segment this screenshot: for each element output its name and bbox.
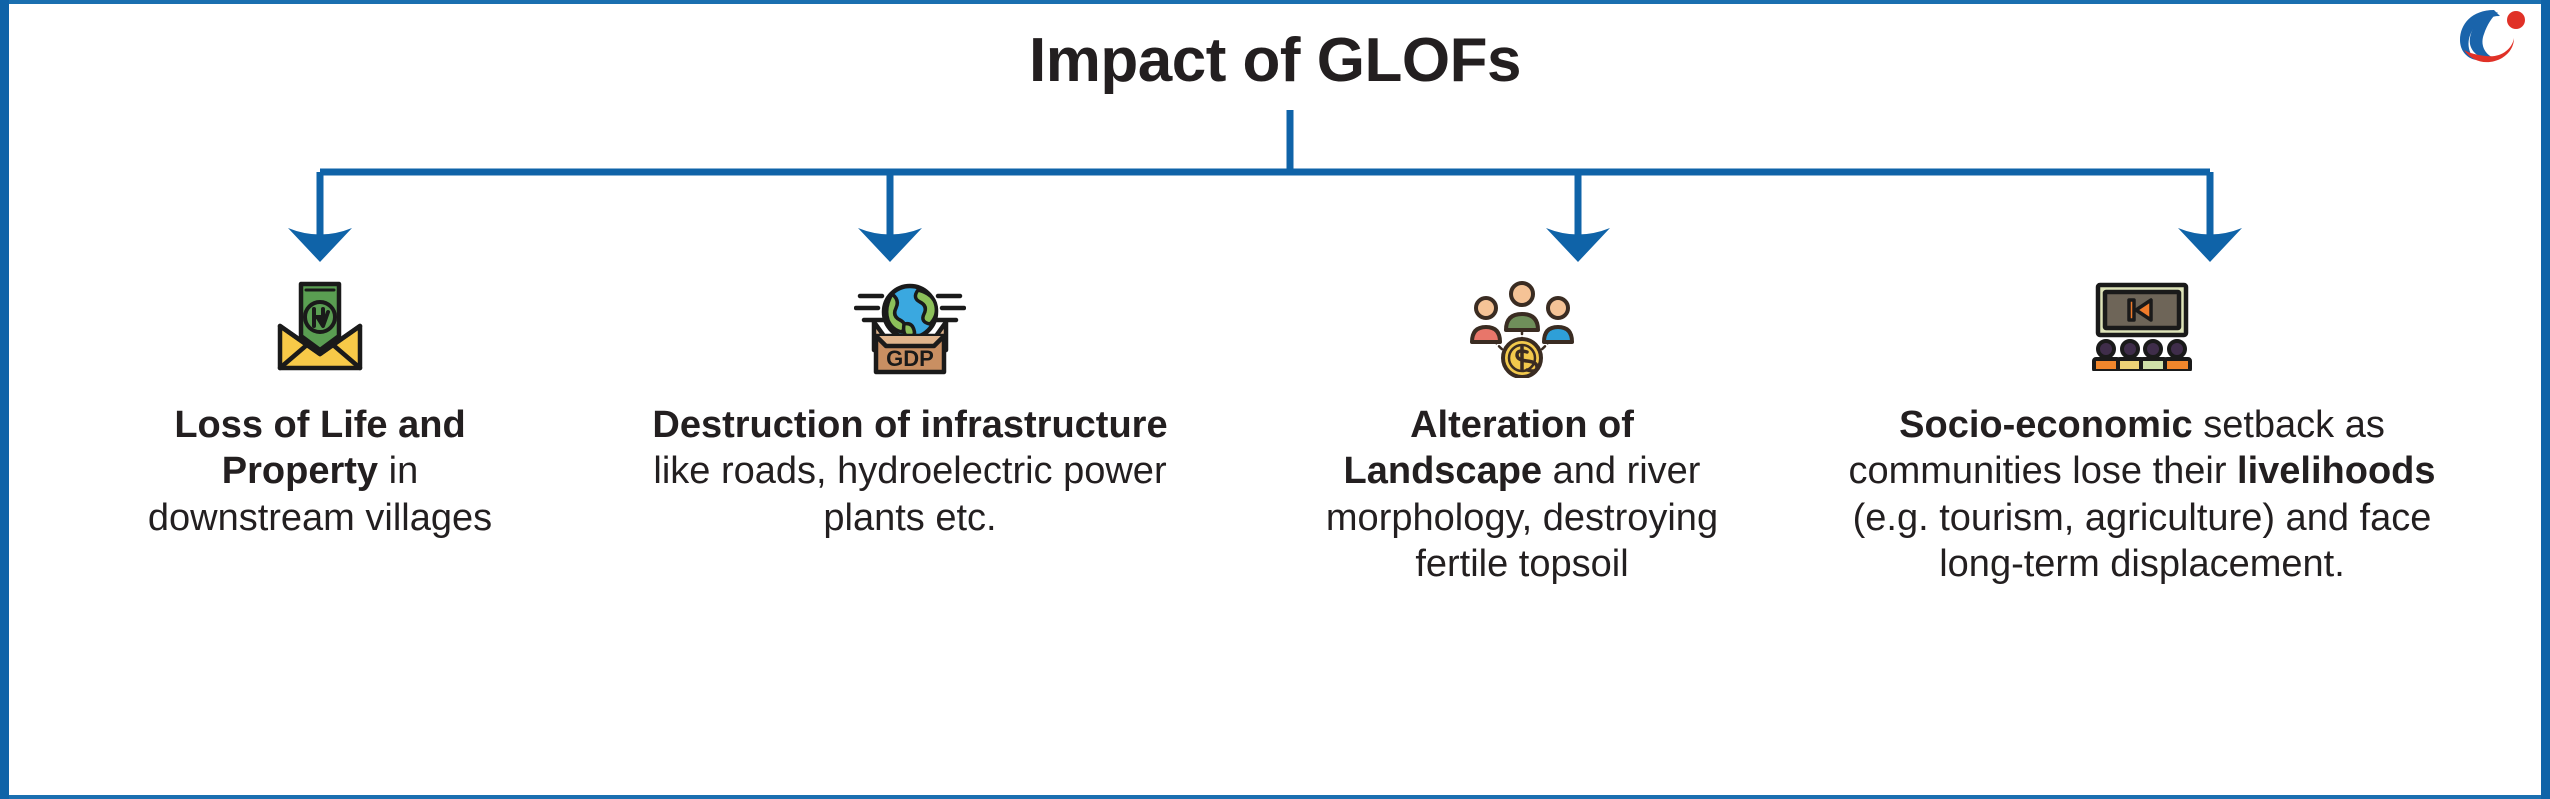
branch-caption-4-rest: (e.g. tourism, agriculture) and face lon…	[1852, 496, 2432, 586]
branch-caption-2-bold: Destruction of infrastructure	[652, 404, 1168, 446]
frame-border-left	[0, 0, 9, 799]
branch-caption-4-mid: setback as communities lose their	[1848, 404, 2385, 493]
logo-red-arc	[2464, 38, 2514, 63]
branch-column-2: GDP Destruction of infrastructure like r…	[610, 272, 1210, 541]
frame-border-right	[2541, 0, 2550, 799]
frame-border-bottom	[9, 795, 2541, 799]
envelope-money-icon	[268, 272, 372, 380]
logo-blue-swoosh	[2460, 10, 2500, 60]
logo-red-dot	[2507, 11, 2525, 29]
skip-back-marker-icon	[2127, 298, 2153, 322]
people-dollar-coin-icon	[1466, 272, 1578, 380]
branch-column-4: Socio-economic setback as communities lo…	[1812, 272, 2472, 587]
branch-columns: Loss of Life and Property in downstream …	[0, 272, 2550, 587]
page-title: Impact of GLOFs	[1029, 26, 1521, 95]
presentation-audience-icon	[2084, 272, 2200, 380]
frame-border-top	[9, 0, 2541, 4]
brand-logo	[2460, 10, 2525, 63]
branch-caption-3-rest: and river morphology, destroying fertile…	[1325, 450, 1719, 586]
branch-column-3: Alteration of Landscape and river morpho…	[1222, 272, 1822, 587]
branch-column-1: Loss of Life and Property in downstream …	[20, 272, 620, 541]
globe-gdp-box-icon: GDP	[854, 272, 966, 380]
branch-caption-2-rest: like roads, hydroelectric power plants e…	[653, 450, 1167, 539]
branch-caption-1: Loss of Life and Property in downstream …	[120, 402, 520, 541]
branch-caption-1-rest: in downstream villages	[147, 450, 493, 539]
branch-caption-4-bold-1: Socio-economic	[1899, 404, 2193, 446]
gdp-box-label: GDP	[886, 346, 934, 371]
branch-caption-4: Socio-economic setback as communities lo…	[1842, 402, 2442, 587]
branch-caption-4-bold-2: livelihoods	[2237, 450, 2436, 493]
branch-caption-3: Alteration of Landscape and river morpho…	[1307, 402, 1737, 587]
branch-caption-1-bold: Loss of Life and Property	[174, 404, 466, 493]
branch-caption-2: Destruction of infrastructure like roads…	[650, 402, 1170, 541]
branch-caption-3-bold: Alteration of Landscape	[1343, 404, 1634, 493]
